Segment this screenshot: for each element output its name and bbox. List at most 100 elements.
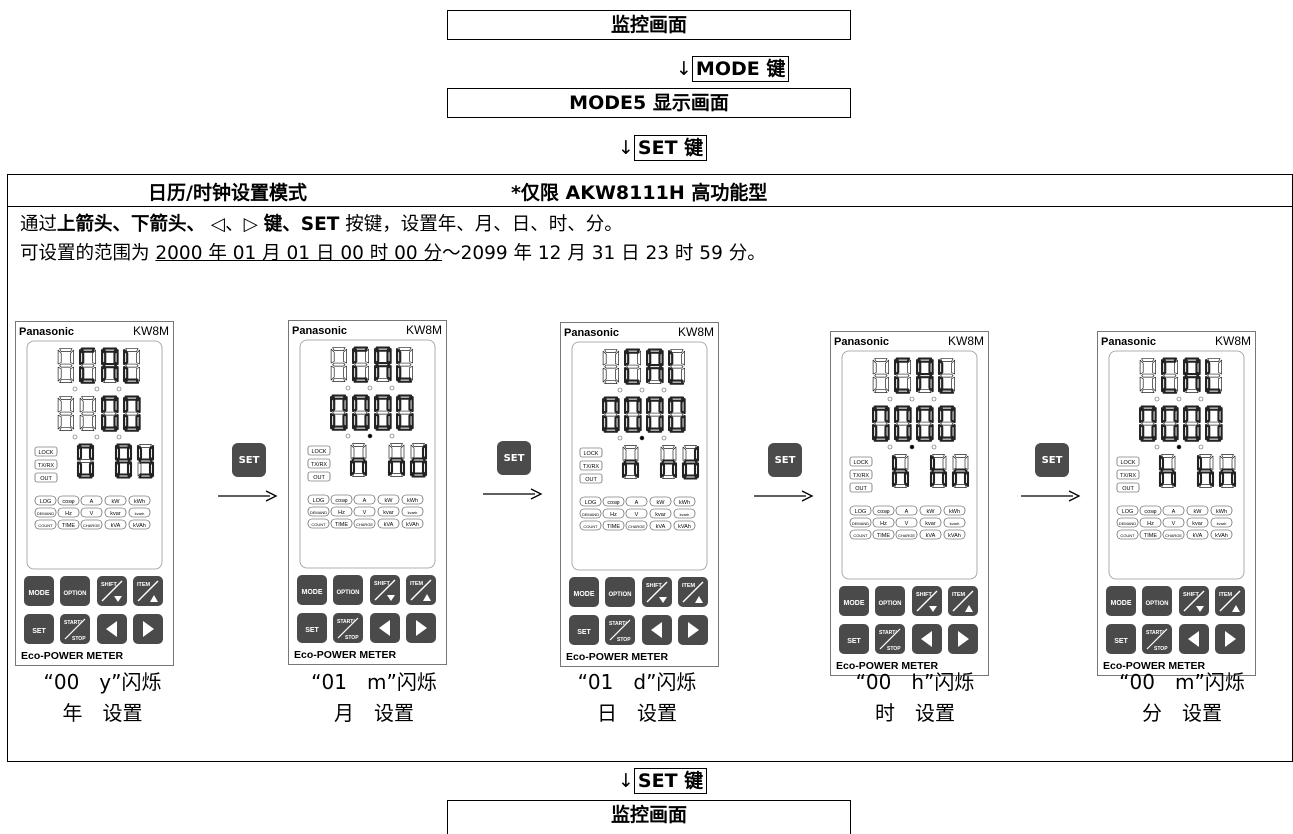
svg-text:kVAh: kVAh — [133, 523, 146, 529]
seven-seg-digit — [938, 358, 955, 394]
seven-seg-digit — [659, 445, 678, 479]
start-stop-button: START/STOP — [605, 615, 635, 645]
shift-down-button: SHIFT — [642, 577, 672, 607]
svg-text:STOP: STOP — [887, 646, 901, 652]
shift-down-button: SHIFT — [97, 576, 127, 606]
step-flash-caption: “01 m”闪烁 — [311, 670, 437, 694]
svg-text:kVAh: kVAh — [406, 522, 419, 528]
seven-seg-digit — [1158, 454, 1177, 488]
svg-text:START/: START/ — [64, 620, 82, 626]
svg-text:STOP: STOP — [1154, 646, 1168, 652]
svg-text:CHARGE: CHARGE — [356, 522, 373, 527]
svg-text:TX/RX: TX/RX — [853, 473, 870, 479]
seven-seg-digit — [1139, 405, 1157, 442]
svg-text:V: V — [363, 510, 367, 516]
meter-footer-label: Eco-POWER METER — [836, 660, 939, 672]
seven-seg-digit — [330, 394, 348, 431]
panasonic-logo: Panasonic — [834, 336, 889, 348]
svg-text:kVAh: kVAh — [948, 533, 961, 539]
svg-text:OPTION: OPTION — [336, 590, 359, 596]
svg-text:TX/RX: TX/RX — [38, 463, 55, 469]
right-arrow-button — [133, 614, 163, 644]
set-key-icon: SET — [768, 443, 802, 477]
set-button: SET — [569, 615, 599, 645]
svg-text:START/: START/ — [337, 619, 355, 625]
mode-key-label: MODE 键 — [691, 56, 790, 82]
step-setting-caption: 年 设置 — [62, 701, 143, 725]
seven-seg-digit — [57, 348, 74, 383]
svg-text:STOP: STOP — [617, 637, 631, 643]
seven-seg-digit — [894, 405, 912, 442]
svg-text:kVA: kVA — [656, 524, 666, 530]
mode-button: MODE — [1106, 586, 1136, 616]
seven-seg-digit — [668, 349, 685, 385]
shift-down-button: SHIFT — [912, 586, 942, 616]
svg-text:START/: START/ — [879, 630, 897, 636]
svg-text:COUNT: COUNT — [311, 522, 326, 527]
svg-text:OUT: OUT — [1122, 486, 1134, 492]
seven-seg-digit — [1161, 357, 1178, 394]
monitor-screen-box-top: 监控画面 — [447, 10, 851, 40]
svg-text:OPTION: OPTION — [63, 591, 86, 597]
step-setting-caption: 月 设置 — [334, 701, 414, 725]
svg-text:SHIFT: SHIFT — [374, 581, 391, 587]
arrow-keys-text: 上箭头、下箭头、 — [57, 214, 206, 235]
instruction-line-1: 通过上箭头、下箭头、 ◁、▷ 键、SET 按键，设置年、月、日、时、分。 — [20, 212, 623, 238]
svg-text:OPTION: OPTION — [1145, 601, 1168, 607]
left-arrow-button — [370, 613, 400, 643]
seven-seg-digit — [646, 396, 664, 433]
meter-model-label: KW8M — [678, 325, 714, 339]
svg-text:MODE: MODE — [302, 589, 323, 596]
mode-button: MODE — [297, 575, 327, 605]
svg-text:TIME: TIME — [62, 523, 75, 529]
svg-text:COUNT: COUNT — [1120, 533, 1135, 538]
seven-seg-digit — [101, 347, 119, 383]
svg-text:LOCK: LOCK — [1121, 460, 1136, 466]
panasonic-logo: Panasonic — [564, 327, 619, 339]
svg-text:STOP: STOP — [345, 635, 359, 641]
seven-seg-digit — [57, 396, 74, 431]
instruction-text-end: 按键，设置年、月、日、时、分。 — [339, 214, 623, 235]
seven-seg-digit — [352, 394, 370, 431]
svg-text:A: A — [90, 499, 94, 505]
svg-text:DEMAND: DEMAND — [852, 521, 869, 526]
svg-text:cosφ: cosφ — [877, 509, 890, 515]
seven-seg-digit — [894, 357, 911, 394]
svg-text:LOG: LOG — [313, 498, 325, 504]
bottom-monitor-label: 监控画面 — [610, 804, 687, 826]
option-button: OPTION — [60, 576, 90, 606]
instruction-text: 通过 — [20, 214, 58, 235]
seven-seg-digit — [646, 348, 664, 384]
seven-seg-digit — [1183, 405, 1201, 442]
svg-text:TIME: TIME — [335, 522, 348, 528]
svg-text:kWh: kWh — [1216, 509, 1227, 515]
meter-footer-label: Eco-POWER METER — [21, 650, 124, 662]
svg-text:SHIFT: SHIFT — [916, 592, 933, 598]
panasonic-logo: Panasonic — [19, 326, 74, 338]
svg-text:kVAh: kVAh — [1215, 533, 1228, 539]
svg-text:TX/RX: TX/RX — [583, 464, 600, 470]
svg-text:ITEM: ITEM — [410, 581, 424, 587]
seven-seg-digit — [374, 346, 392, 382]
section-header: 日历/时钟设置模式 *仅限 AKW8111H 高功能型 — [8, 175, 1292, 207]
svg-text:OUT: OUT — [855, 486, 867, 492]
right-arrow-button — [406, 613, 436, 643]
mode-button: MODE — [569, 577, 599, 607]
seven-seg-digit — [602, 349, 619, 384]
step-setting-caption: 日 设置 — [597, 701, 677, 725]
svg-text:SHIFT: SHIFT — [1183, 592, 1200, 598]
seven-seg-digit — [352, 346, 369, 383]
down-arrow-icon: ↓ — [676, 58, 692, 80]
right-arrow-icon — [1021, 490, 1081, 502]
svg-text:TX/RX: TX/RX — [1120, 473, 1137, 479]
seven-seg-digit — [1196, 454, 1215, 488]
svg-text:SET: SET — [847, 638, 861, 645]
set-key-icon: SET — [497, 441, 531, 475]
svg-text:MODE: MODE — [844, 600, 865, 607]
start-stop-button: START/STOP — [60, 614, 90, 644]
svg-text:COUNT: COUNT — [38, 523, 53, 528]
svg-text:V: V — [1172, 521, 1176, 527]
svg-text:START/: START/ — [1146, 630, 1164, 636]
seven-seg-digit — [624, 396, 642, 433]
svg-text:V: V — [905, 521, 909, 527]
